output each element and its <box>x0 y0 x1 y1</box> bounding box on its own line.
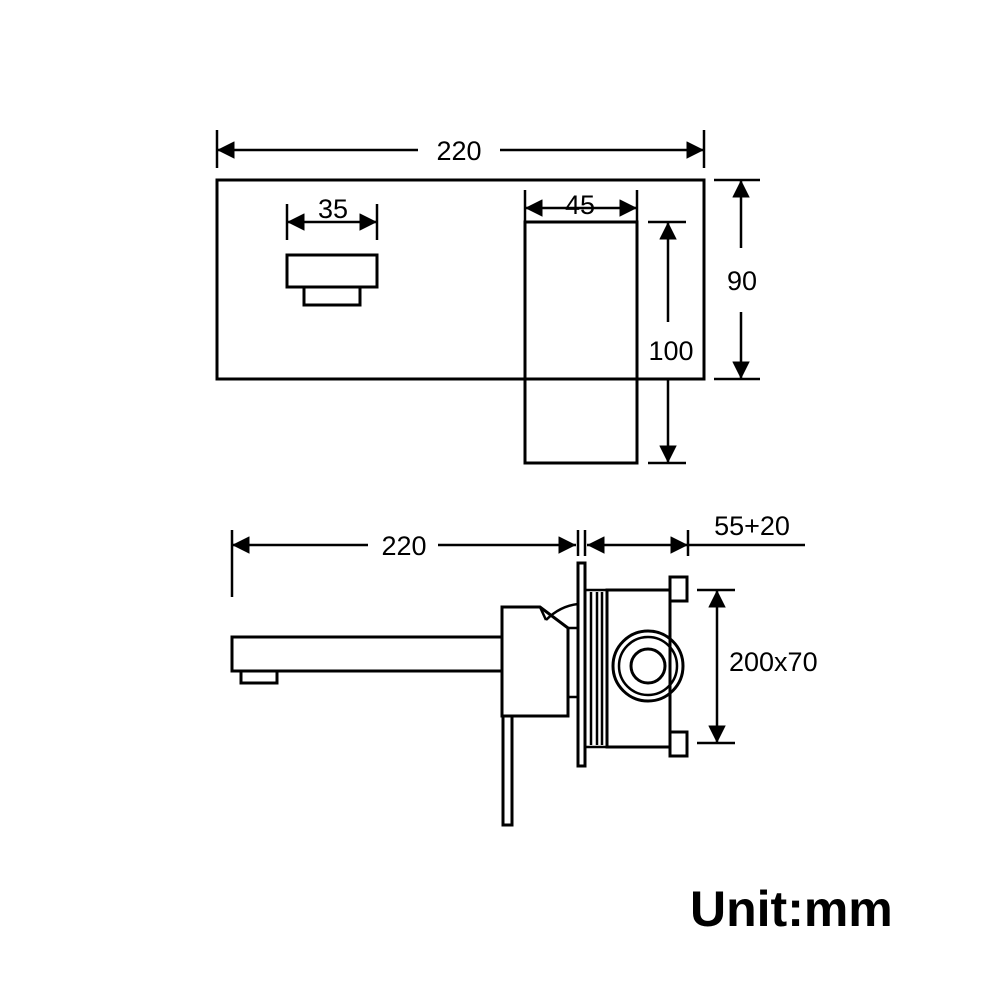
wall-plate <box>215 178 706 381</box>
valve-port-inner <box>629 647 667 685</box>
dim-label-handle-width: 35 <box>318 194 348 224</box>
spout-arm <box>230 635 504 673</box>
box-lug-bottom <box>668 730 689 758</box>
dim-label-box-size: 200x70 <box>729 647 818 677</box>
lever-handle <box>501 714 514 827</box>
dim-label-spout-width: 45 <box>565 190 595 220</box>
valve-port-outer <box>611 629 685 703</box>
dim-label-plate-height: 90 <box>727 266 757 296</box>
box-lug-top <box>668 575 689 603</box>
aerator <box>239 669 279 685</box>
dim-spout-depth: 100 <box>648 220 694 465</box>
top-view: 220 35 45 90 1 <box>215 130 760 465</box>
concealed-box <box>605 588 672 749</box>
dim-top-width: 220 <box>215 130 706 168</box>
thread-section <box>583 588 609 749</box>
dim-spout-width: 45 <box>523 190 639 222</box>
handle-base <box>302 285 362 307</box>
spout-top <box>523 220 639 465</box>
valve-port-middle <box>617 635 679 697</box>
dim-label-spout-length: 220 <box>381 531 426 561</box>
dim-depth: 55+20 <box>583 511 805 556</box>
dim-handle-width: 35 <box>285 194 379 240</box>
dim-label-spout-depth: 100 <box>648 336 693 366</box>
side-view: 220 55+20 200x70 <box>230 511 818 827</box>
unit-label: Unit:mm <box>690 881 893 937</box>
dim-label-top-width: 220 <box>436 136 481 166</box>
dim-plate-height: 90 <box>714 178 760 381</box>
dim-label-depth: 55+20 <box>714 511 790 541</box>
dim-spout-length: 220 <box>230 530 580 597</box>
mixer-body <box>500 605 570 718</box>
dim-box-size: 200x70 <box>697 588 818 745</box>
handle-top <box>285 253 379 289</box>
